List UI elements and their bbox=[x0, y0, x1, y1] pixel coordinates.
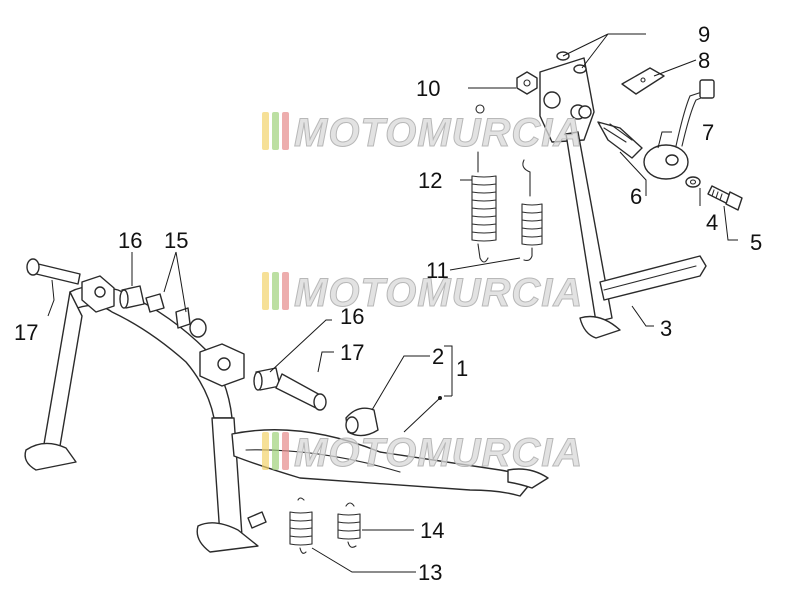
part-17-pin-left bbox=[26, 258, 81, 285]
watermark-stripe bbox=[272, 272, 279, 310]
part-13-spring bbox=[289, 497, 313, 554]
callout-15: 15 bbox=[164, 228, 188, 253]
callout-3: 3 bbox=[660, 316, 672, 341]
part-7-switch bbox=[643, 79, 715, 180]
callout-13: 13 bbox=[418, 560, 442, 585]
part-8-clip bbox=[621, 67, 665, 95]
part-4-washer bbox=[685, 176, 701, 188]
part-16-bushing-right bbox=[253, 367, 281, 391]
callout-6: 6 bbox=[630, 184, 642, 209]
part-brackets bbox=[81, 275, 245, 387]
callout-12: 12 bbox=[418, 168, 442, 193]
callout-1: 1 bbox=[456, 356, 468, 381]
watermark-stripe bbox=[272, 112, 279, 150]
part-11-spring bbox=[521, 159, 543, 262]
callout-2: 2 bbox=[432, 344, 444, 369]
part-1-centre-stand bbox=[24, 285, 549, 553]
watermark-stripe bbox=[282, 272, 289, 310]
watermark-stripe bbox=[272, 432, 279, 470]
callout-4: 4 bbox=[706, 210, 718, 235]
watermark-text: MOTOMURCIA bbox=[294, 431, 583, 475]
watermark-text: MOTOMURCIA bbox=[294, 111, 583, 155]
callout-5: 5 bbox=[750, 230, 762, 255]
watermark-stripe bbox=[262, 272, 269, 310]
watermark-stripe bbox=[282, 432, 289, 470]
part-17-pin-right bbox=[275, 373, 327, 411]
leader-lines bbox=[47, 33, 738, 573]
callout-16-lower: 16 bbox=[340, 304, 364, 329]
watermark-stripe bbox=[262, 432, 269, 470]
part-14-spring bbox=[337, 502, 361, 548]
watermark-top: MOTOMURCIA bbox=[262, 111, 583, 156]
part-2-bush bbox=[345, 407, 379, 437]
watermark-stripe bbox=[262, 112, 269, 150]
callout-7: 7 bbox=[702, 120, 714, 145]
part-5-bolt bbox=[707, 185, 743, 211]
part-12-spring bbox=[471, 104, 497, 263]
callout-9: 9 bbox=[698, 22, 710, 47]
watermark-middle: MOTOMURCIA bbox=[262, 271, 583, 316]
callout-10: 10 bbox=[416, 76, 440, 101]
callout-11: 11 bbox=[426, 258, 449, 283]
callout-16-upper: 16 bbox=[118, 228, 142, 253]
callout-17-left: 17 bbox=[14, 320, 38, 345]
watermark-stripe bbox=[282, 112, 289, 150]
part-16-bushing-left bbox=[119, 285, 145, 309]
part-6-pin bbox=[578, 105, 643, 159]
callout-8: 8 bbox=[698, 48, 710, 73]
watermark-bottom: MOTOMURCIA bbox=[262, 431, 583, 476]
callout-17-right: 17 bbox=[340, 340, 364, 365]
part-10-nut bbox=[516, 71, 538, 95]
watermark-text: MOTOMURCIA bbox=[294, 271, 583, 315]
callout-14: 14 bbox=[420, 518, 444, 543]
part-15-washers bbox=[145, 293, 207, 338]
